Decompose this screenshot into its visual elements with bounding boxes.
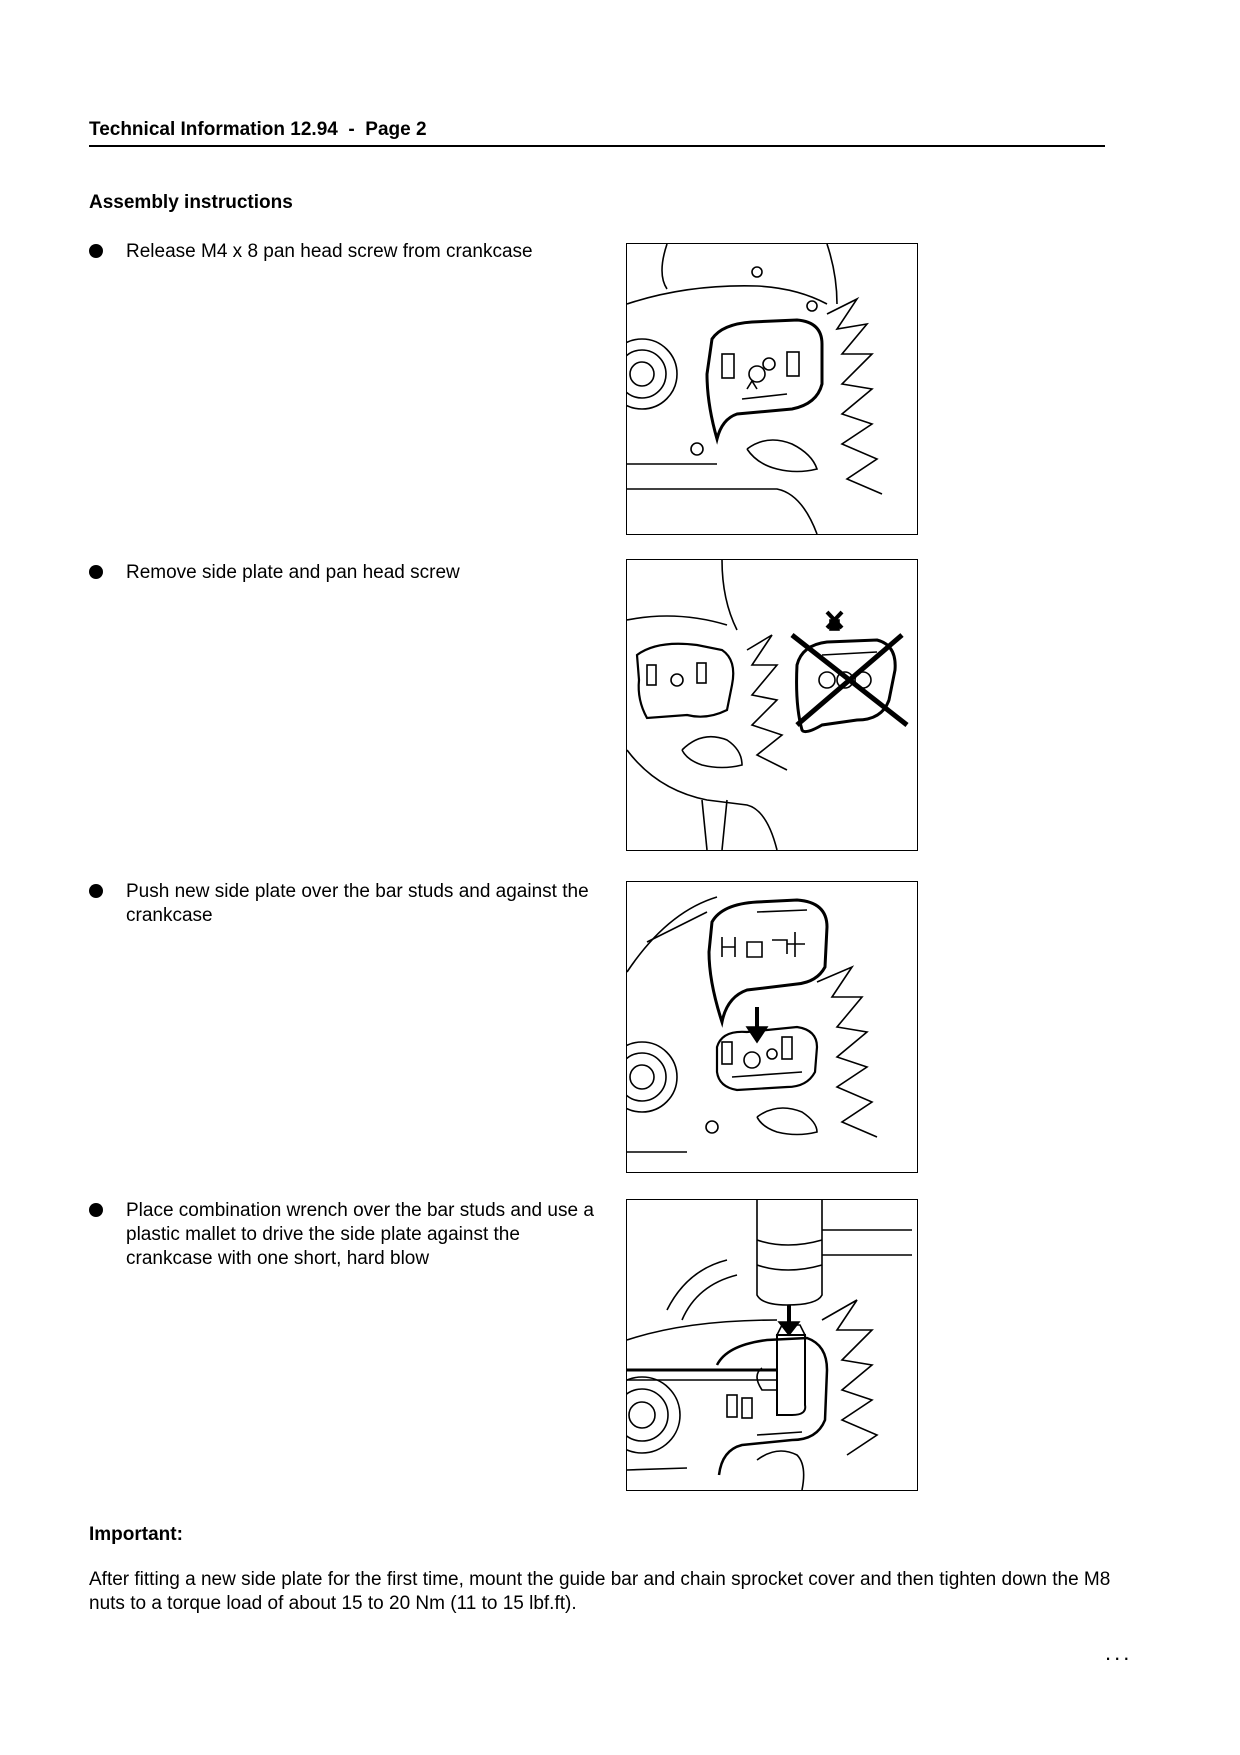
bullet-icon	[89, 884, 103, 898]
figure-remove-side-plate	[626, 559, 918, 851]
bullet-icon	[89, 244, 103, 258]
step-2-text: Remove side plate and pan head screw	[126, 562, 460, 583]
figure-drive-with-mallet	[626, 1199, 918, 1491]
step-3-text: Push new side plate over the bar studs a…	[126, 881, 589, 926]
important-text: After fitting a new side plate for the f…	[89, 1569, 1111, 1614]
bullet-icon	[89, 1203, 103, 1217]
important-heading: Important:	[89, 1524, 183, 1545]
header-divider	[89, 145, 1105, 147]
continuation-marker: ...	[1105, 1640, 1133, 1665]
step-1-text: Release M4 x 8 pan head screw from crank…	[126, 241, 533, 262]
bullet-icon	[89, 565, 103, 579]
step-4-text: Place combination wrench over the bar st…	[126, 1200, 594, 1269]
section-heading: Assembly instructions	[89, 192, 293, 213]
figure-push-new-side-plate	[626, 881, 918, 1173]
figure-release-screw	[626, 243, 918, 535]
page-header-title: Technical Information 12.94 - Page 2	[89, 119, 427, 140]
